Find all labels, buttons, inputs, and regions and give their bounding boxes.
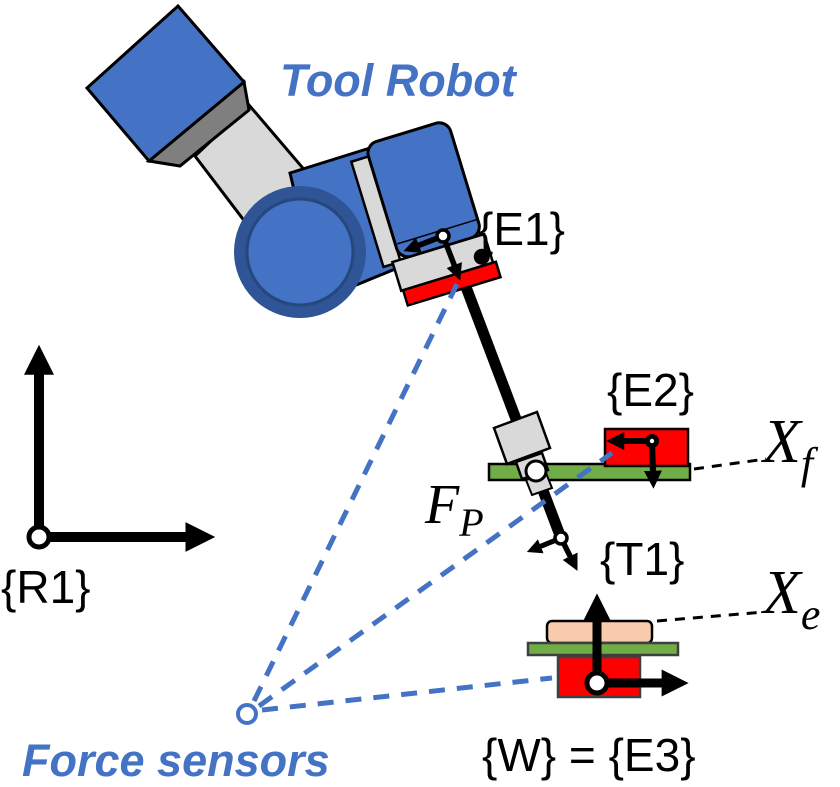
force-sensors-point — [236, 703, 258, 725]
force-sensors-label: Force sensors — [22, 735, 330, 786]
frame-w-e3 — [583, 593, 689, 697]
sensor-link-e1 — [251, 282, 460, 703]
force-sensor-2 — [603, 427, 690, 468]
fp-sub: P — [458, 500, 483, 545]
fp-label: FP — [424, 474, 484, 545]
e2-label: {E2} — [607, 364, 694, 416]
fp-base: F — [424, 474, 460, 536]
tool-robot-arm — [84, 3, 503, 318]
robot-base-cube — [84, 3, 247, 164]
r1-label: {R1} — [1, 561, 91, 613]
frame-t1 — [526, 530, 578, 571]
robot-joint — [245, 197, 355, 307]
force-sensor-links — [251, 282, 614, 713]
tool-shaft — [446, 248, 567, 540]
e1-label: {E1} — [478, 203, 565, 255]
tool-collet-upper — [492, 410, 552, 466]
t1-origin — [553, 530, 569, 546]
w-e3-label: {W} = {E3} — [482, 729, 696, 781]
xe-sub: e — [801, 590, 821, 639]
board-hole — [524, 459, 548, 483]
e1-origin — [435, 228, 451, 244]
tool-robot-label: Tool Robot — [280, 55, 518, 106]
xf-sub: f — [801, 439, 819, 488]
t1-label: {T1} — [600, 533, 684, 585]
level-line-xf — [693, 457, 767, 471]
e2-origin-center — [649, 438, 655, 444]
xe-label: Xe — [760, 559, 820, 639]
level-line-xe — [656, 610, 765, 623]
xe-base: X — [760, 559, 803, 627]
frame-e2 — [606, 432, 662, 489]
r1-origin — [26, 524, 52, 550]
mount-plate-screw — [473, 248, 490, 265]
workpiece-board — [526, 641, 680, 657]
xf-base: X — [760, 408, 803, 476]
w-origin — [584, 670, 610, 696]
sensor-link-e3 — [261, 675, 553, 713]
frame-r1 — [24, 344, 216, 552]
xf-label: Xf — [760, 408, 819, 488]
frame-e1 — [403, 228, 462, 281]
